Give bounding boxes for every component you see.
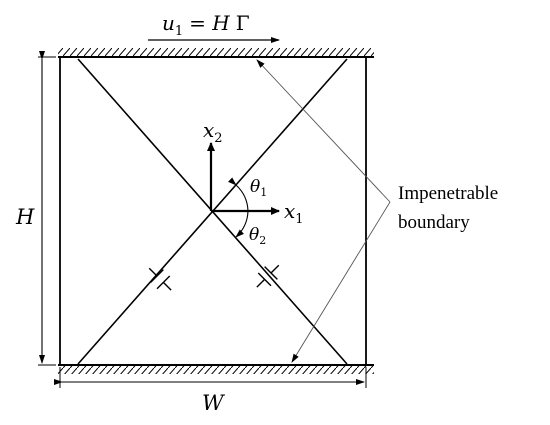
boundary-label-line2: boundary (398, 212, 470, 233)
theta2-label: θ2 (249, 225, 266, 247)
top-boundary-hatch (58, 48, 374, 57)
dislocation-symbol-right (256, 264, 280, 288)
dislocation-symbol-left (148, 267, 172, 291)
pointer-line-bottom (291, 201, 391, 363)
height-label: H (15, 205, 35, 229)
theta2-arc (235, 210, 249, 238)
box-outline (59, 56, 367, 366)
boundary-label-line1: Impenetrable (398, 183, 498, 204)
x2-label: x2 (203, 118, 223, 146)
theta1-label: θ1 (250, 177, 267, 199)
x1-label: x1 (284, 199, 304, 227)
theta1-arc (228, 177, 249, 212)
width-label: W (202, 391, 226, 415)
bottom-boundary-hatch (58, 365, 374, 374)
pointer-line-top (256, 59, 391, 203)
